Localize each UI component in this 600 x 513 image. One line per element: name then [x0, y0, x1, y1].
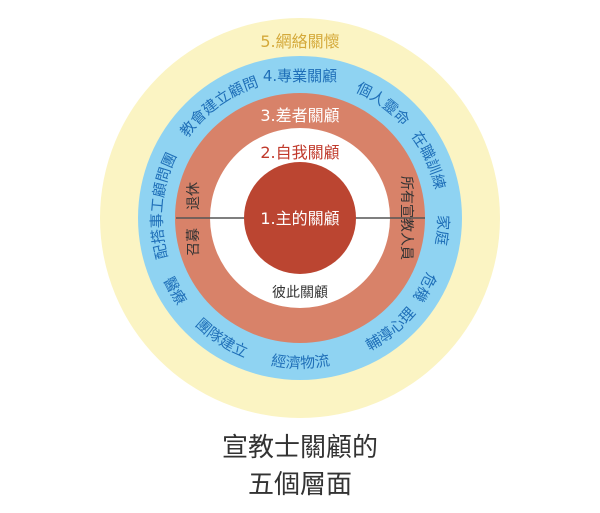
member-all-missionaries: 所有宣教人員: [398, 176, 414, 260]
core-circle: [244, 162, 356, 274]
caption-line-2: 五個層面: [248, 470, 352, 500]
layer-network-label: 5.網絡關懷: [260, 32, 339, 51]
layer-core-label: 1.主的關顧: [260, 209, 339, 228]
caption-line-1: 宣教士關顧的: [222, 433, 378, 463]
member-recruit: 召募: [186, 228, 202, 256]
mutual-care-label: 彼此關顧: [272, 285, 328, 301]
pro-logistics: 經濟物流: [270, 351, 331, 372]
pro-family: 家庭: [432, 215, 453, 247]
layer-self-label: 2.自我關顧: [260, 143, 339, 162]
layer-member-label: 3.差者關顧: [260, 106, 339, 125]
member-retire: 退休: [186, 182, 202, 210]
layer-professional-label: 4.專業關顧: [263, 67, 337, 85]
